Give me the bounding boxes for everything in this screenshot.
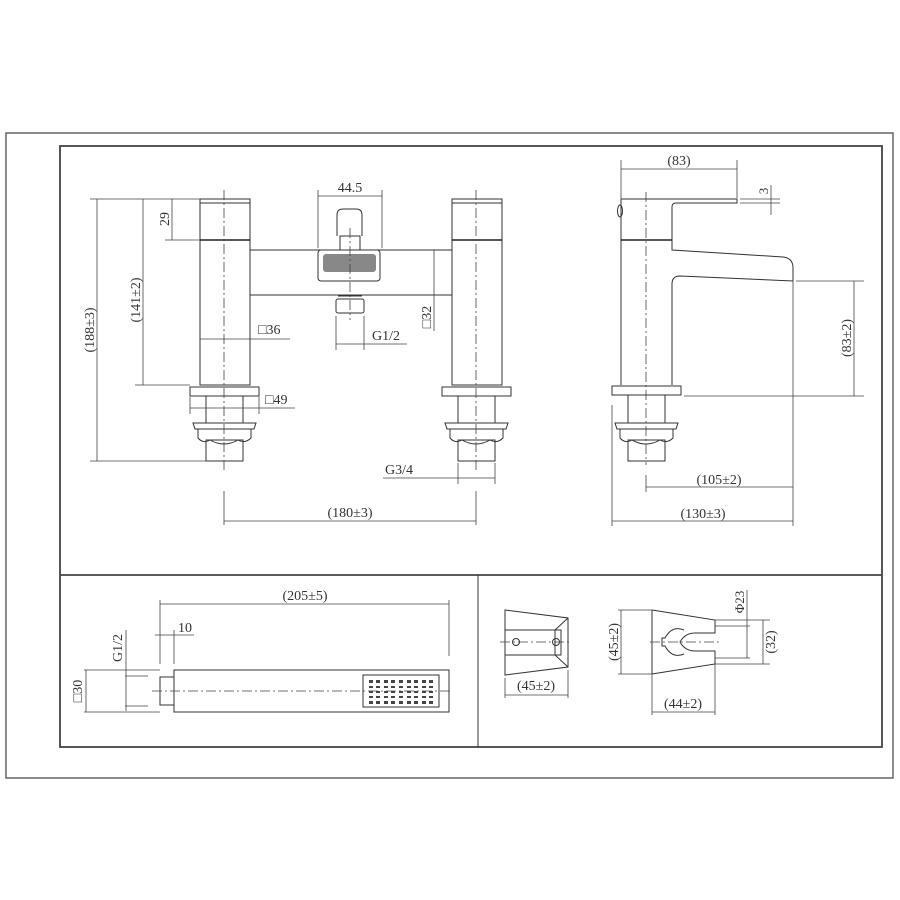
- label-handle-height: 29: [158, 212, 173, 226]
- label-body-square: □36: [258, 323, 280, 338]
- label-shower-square: □30: [71, 680, 86, 702]
- nozzle-grid: [367, 679, 435, 705]
- label-overall-height: (188±3): [83, 307, 98, 352]
- outer-frame: [5, 132, 894, 779]
- label-spout-reach: (105±2): [696, 473, 741, 488]
- label-holder-depth: (44±2): [664, 697, 702, 712]
- label-holder-front-width: (45±2): [517, 679, 555, 694]
- label-handle-thickness: 3: [756, 188, 771, 195]
- label-bridge-square: □32: [420, 306, 435, 328]
- label-inlet-thread: G3/4: [385, 463, 413, 478]
- hand-shower-view: (205±5) 10 G1/2 □30: [71, 589, 452, 713]
- label-centers: (180±3): [327, 506, 372, 521]
- label-base-square: □49: [265, 393, 287, 408]
- label-spout-height: (83±2): [840, 319, 855, 357]
- holder-view: (45±2) (45±2) (44±2) Φ23 (32): [500, 590, 779, 715]
- label-handle-length: (83): [667, 154, 691, 169]
- label-shower-length: (205±5): [282, 589, 327, 604]
- label-overall-depth: (130±3): [680, 507, 725, 522]
- inner-frame: [59, 145, 883, 748]
- label-ring-diameter: Φ23: [732, 591, 747, 614]
- label-outlet-thread: G1/2: [372, 329, 400, 344]
- label-holder-side-height: (45±2): [607, 623, 622, 661]
- side-view: (83) 3 (83±2) (105±2) (130±3): [611, 154, 864, 526]
- label-holder-opening: (32): [764, 630, 779, 654]
- front-view: (188±3) (141±2) 29 □36 □49 44.5 □32 G1/2…: [83, 181, 512, 525]
- label-body-height: (141±2): [129, 277, 144, 322]
- label-diverter-width: 44.5: [338, 181, 363, 196]
- label-shower-thread: G1/2: [111, 634, 126, 662]
- label-connector-length: 10: [178, 621, 192, 636]
